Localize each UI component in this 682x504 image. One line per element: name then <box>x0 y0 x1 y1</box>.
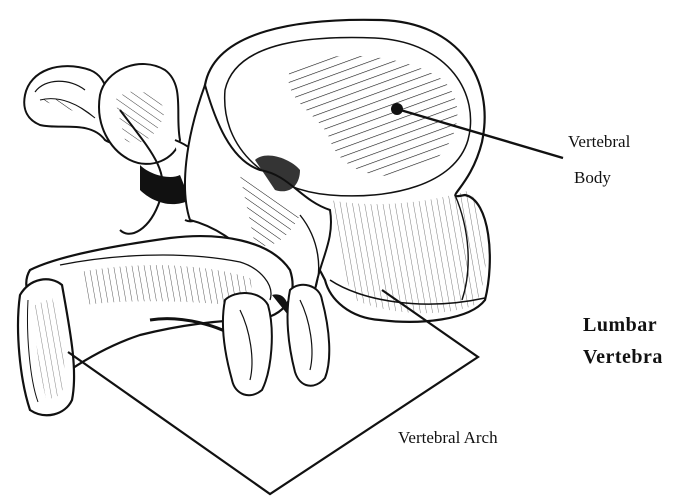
title-line1: Lumbar <box>583 314 657 337</box>
vertebral-arch-label: Vertebral Arch <box>398 428 498 448</box>
articular-process-drawing <box>24 64 211 234</box>
vertebral-body-label-line2: Body <box>574 168 611 188</box>
vertebral-body-label-line1: Vertebral <box>568 132 630 152</box>
title-line2: Vertebra <box>583 346 663 369</box>
